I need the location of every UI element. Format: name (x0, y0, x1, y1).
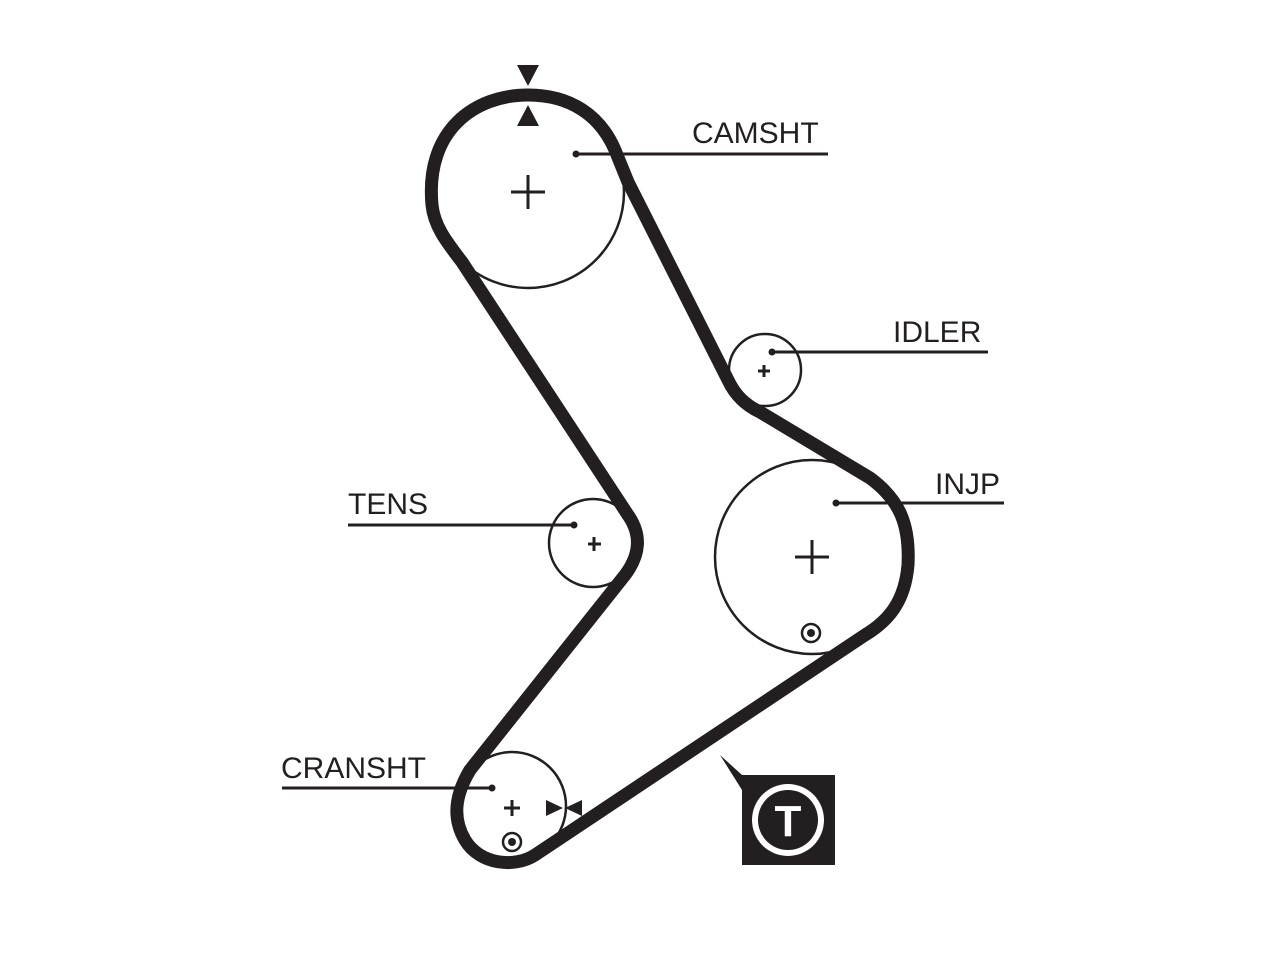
tensioner-leader (348, 521, 578, 529)
crankshaft-label: CRANSHT (281, 752, 426, 785)
tensioner-symbol-badge: T (720, 755, 835, 865)
idler-leader (768, 348, 988, 356)
injection-pump-leader (832, 499, 1004, 507)
crankshaft-center-mark (504, 800, 520, 816)
crankshaft-leader (282, 784, 496, 792)
crankshaft-timing-mark (501, 831, 523, 853)
tensioner-center-mark (588, 537, 601, 551)
injection-pump-center-mark (795, 540, 829, 574)
crankshaft-alignment-arrows (546, 800, 582, 816)
idler-center-mark (758, 365, 770, 377)
tensioner-label: TENS (348, 488, 428, 521)
camshaft-alignment-arrows (517, 65, 539, 126)
timing-belt (424, 88, 915, 870)
injection-pump-timing-mark (800, 622, 822, 644)
injection-pump-label: INJP (935, 468, 1000, 501)
tensioner-badge-letter: T (775, 797, 802, 846)
camshaft-label: CAMSHT (692, 117, 819, 150)
camshaft-center-mark (511, 175, 545, 209)
camshaft-leader (572, 150, 828, 158)
idler-label: IDLER (893, 316, 981, 349)
